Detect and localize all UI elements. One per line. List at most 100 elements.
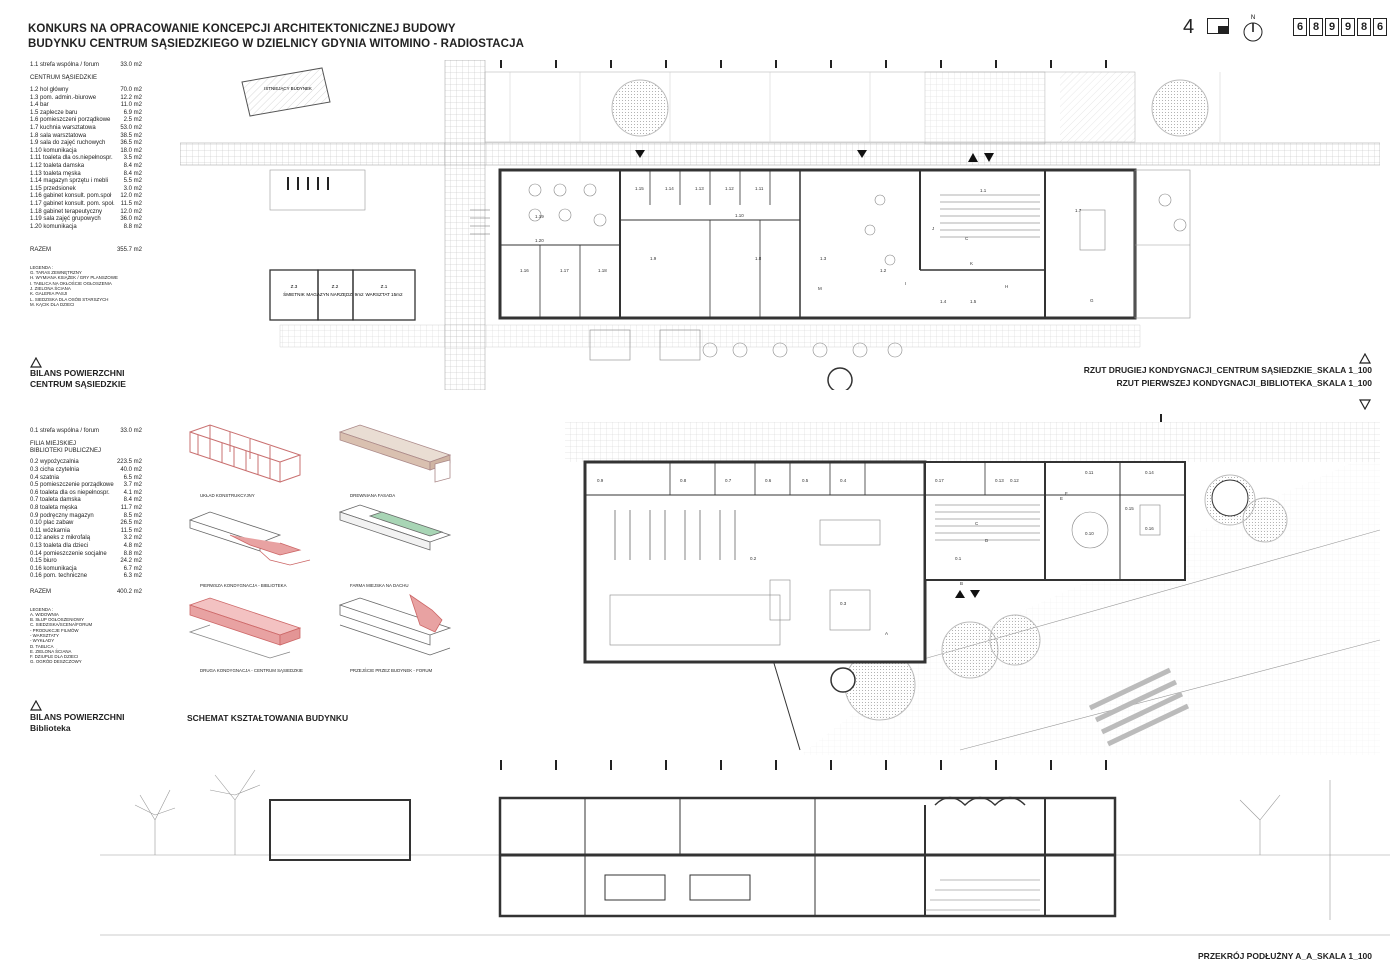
heading-bilans-biblioteka: BILANS POWIERZCHNI Biblioteka: [30, 712, 125, 733]
room-label: 0.13: [995, 478, 1004, 483]
room-label: 1.18: [598, 268, 607, 273]
room-label: H: [1005, 284, 1008, 289]
schema-caption: DREWNIANA FASADA: [350, 493, 396, 498]
schema-passage: [338, 594, 452, 656]
grid-axis-markers: [500, 60, 1107, 68]
triangle-marker-icon: [29, 698, 43, 711]
room-label: D: [985, 538, 989, 543]
building-walls-lower: [583, 460, 1186, 664]
room-label: B: [960, 581, 963, 586]
room-label: C: [965, 236, 969, 241]
code-digit: 8: [1357, 18, 1371, 36]
legend-item: F. DZIUPLE DLA DZIECI: [30, 654, 79, 660]
entrance-arrow-icon: [955, 590, 980, 598]
room-label: 0.6: [765, 478, 772, 483]
legend-item: G. TARAS ZEWNĘTRZNY: [30, 270, 82, 276]
tree-canopy: [611, 79, 669, 137]
north-label: N: [1251, 15, 1255, 21]
code-digit: 8: [1309, 18, 1323, 36]
schema-caption: FARMA MIEJSKA NA DACHU: [350, 583, 409, 588]
room-label: 1.5: [970, 299, 977, 304]
svg-text:Z.1: Z.1: [381, 284, 388, 289]
room-label: 0.15: [1125, 506, 1134, 511]
entrance-arrow-icon: [635, 150, 994, 162]
tree-canopy: [941, 621, 999, 679]
room-label: 1.11: [755, 186, 764, 191]
schema-facade: [338, 424, 452, 483]
tree-canopy: [1151, 79, 1209, 137]
room-label: K: [970, 261, 973, 266]
room-label: A: [885, 631, 888, 636]
room-label: 0.4: [840, 478, 847, 483]
table-row: 1.17 gabinet konsult. pom. społ.11.5 m2: [30, 200, 142, 207]
room-label: 1.4: [940, 299, 947, 304]
schema-ground-floor: [188, 511, 311, 566]
legend-item: K. GALERIA PASJI: [30, 291, 68, 297]
room-label: I: [905, 281, 906, 286]
title-line-2: BUDYNKU CENTRUM SĄSIEDZKIEGO W DZIELNICY…: [28, 38, 524, 50]
room-label: 0.16: [1145, 526, 1154, 531]
schema-caption: PIERWSZA KONDYGNACJA - BIBLIOTEKA: [200, 583, 287, 588]
room-label: 1.8: [755, 256, 762, 261]
spiral-stair: [830, 667, 856, 693]
rain-garden: [1211, 479, 1249, 517]
schema-structure: [189, 424, 302, 483]
legend-item: D. TABLICA: [30, 643, 54, 649]
room-label: J: [932, 226, 934, 231]
legend-item: E. ZIELONA ŚCIANA: [30, 648, 72, 654]
room-label: 1.3: [820, 256, 827, 261]
room-label: 1.14: [665, 186, 674, 191]
legend-item: B. SŁUP OGŁOSZENIOWY: [30, 617, 85, 623]
tree-canopy: [1242, 497, 1288, 543]
room-label: 1.7: [1075, 208, 1082, 213]
schema-caption: DRUGA KONDYGNACJA - CENTRUM SĄSIEDZKIE: [200, 668, 303, 673]
legend-item: - WYKŁADY: [30, 638, 55, 644]
room-label: 0.11: [1085, 470, 1094, 475]
tree-canopy: [989, 614, 1041, 666]
triangle-marker-icon: [1359, 353, 1371, 364]
room-label: C: [975, 521, 979, 526]
garden-lines: [509, 72, 1221, 142]
existing-building: ISTNIEJĄCY BUDYNEK: [241, 67, 331, 117]
room-label: 0.8: [680, 478, 687, 483]
furniture: [609, 504, 1161, 646]
room-label: 1.15: [635, 186, 644, 191]
paved-path: [279, 324, 1141, 348]
caption-section: PRZEKRÓJ PODŁUŻNY A_A_SKALA 1_100: [1198, 951, 1372, 961]
room-label: 0.9: [597, 478, 604, 483]
existing-building-label: ISTNIEJĄCY BUDYNEK: [264, 86, 312, 91]
legend-item: I. TABLICA NA OKŁOŚCIE OGŁOSZENIA: [30, 280, 112, 286]
triangle-marker-icon: [1359, 399, 1371, 410]
sheet-title: KONKURS NA OPRACOWANIE KONCEPCJI ARCHITE…: [28, 22, 524, 52]
